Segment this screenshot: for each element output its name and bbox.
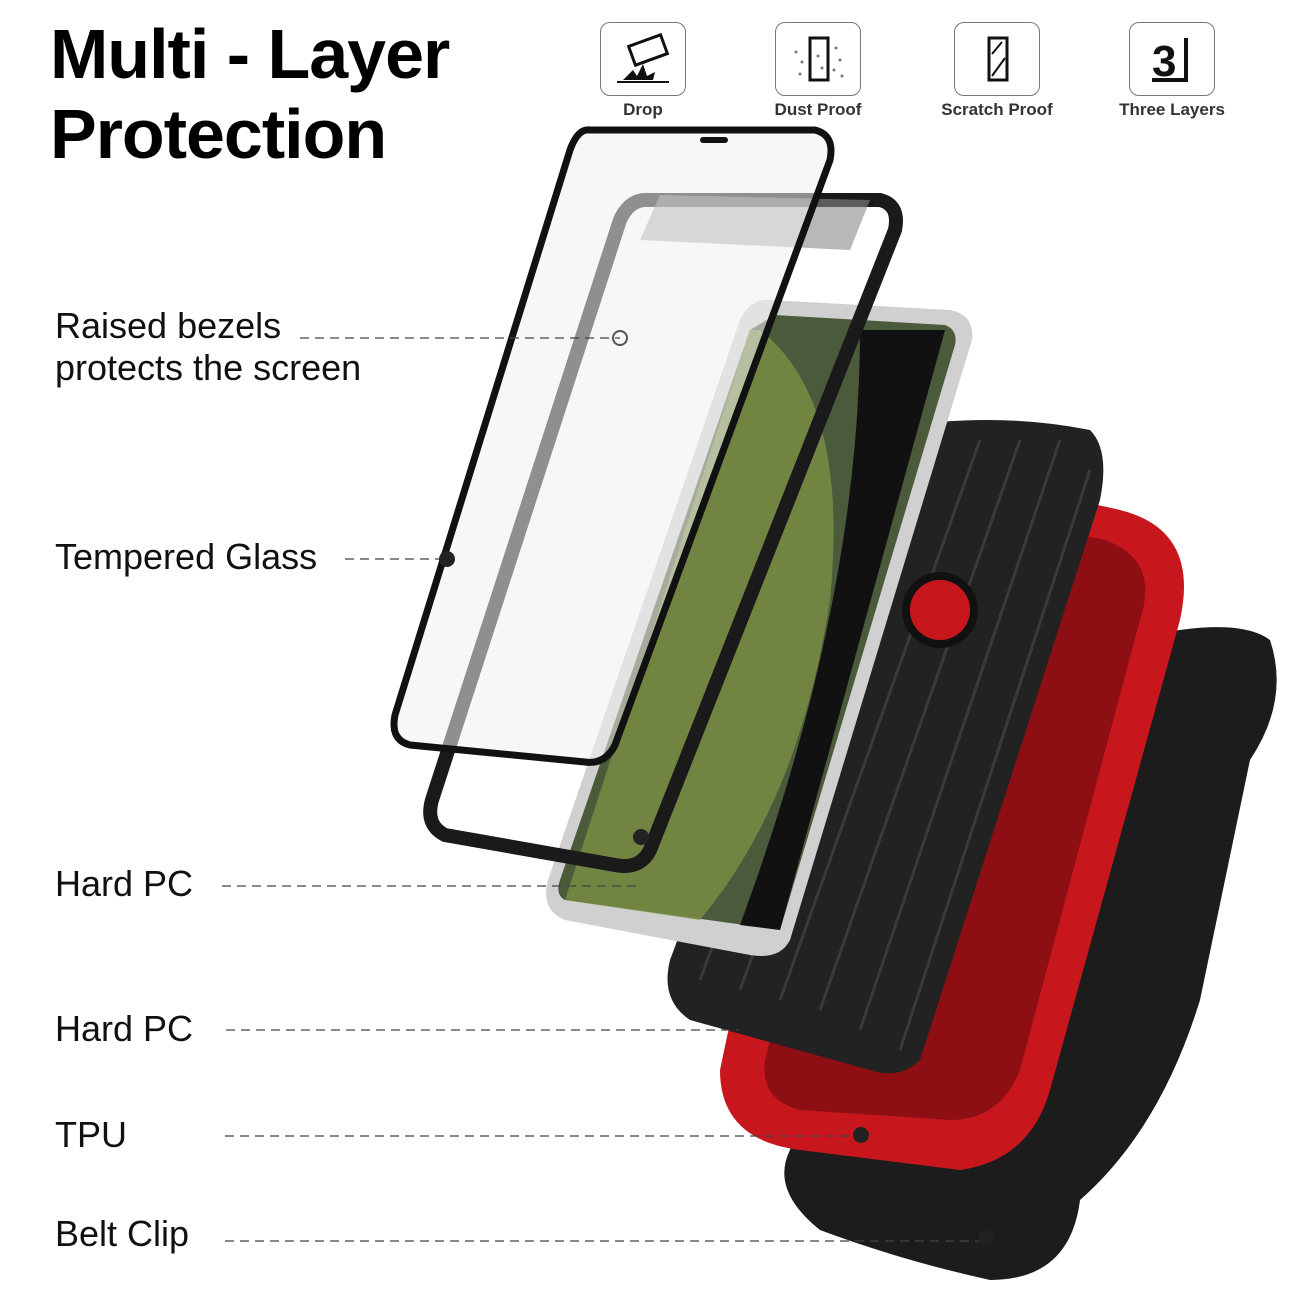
feature-drop: Drop (578, 22, 708, 120)
callout-text: Belt Clip (55, 1213, 190, 1254)
callout-text: protects the screen (55, 347, 362, 388)
drop-icon (600, 22, 686, 96)
callout-tpu: TPU (55, 1114, 127, 1156)
callout-text: Hard PC (55, 863, 194, 904)
feature-three-layers: 3 Three Layers (1107, 22, 1237, 120)
page-title: Multi - Layer Protection (50, 14, 450, 174)
three-layers-icon: 3 (1129, 22, 1215, 96)
feature-label: Drop (623, 100, 663, 119)
three-glyph: 3 (1152, 37, 1176, 86)
callout-dots (439, 330, 994, 1246)
feature-label: Scratch Proof (941, 100, 1053, 119)
feature-label: Three Layers (1119, 100, 1225, 119)
feature-label: Dust Proof (774, 100, 862, 119)
callout-hard-pc-2: Hard PC (55, 1008, 193, 1050)
title-line-1: Multi - Layer (50, 15, 450, 93)
callout-hard-pc-1: Hard PC (55, 863, 193, 905)
dust-icon (775, 22, 861, 96)
scratch-icon (954, 22, 1040, 96)
feature-scratch-proof: Scratch Proof (932, 22, 1062, 120)
callout-belt-clip: Belt Clip (55, 1213, 189, 1255)
callout-text: Hard PC (55, 1008, 194, 1049)
callout-tempered-glass: Tempered Glass (55, 536, 317, 578)
callout-raised-bezels: Raised bezels protects the screen (55, 305, 361, 389)
callout-text: Raised bezels (55, 305, 282, 346)
callout-text: Tempered Glass (55, 536, 318, 577)
title-line-2: Protection (50, 95, 387, 173)
tempered-glass (390, 126, 835, 766)
callout-text: TPU (55, 1114, 127, 1155)
feature-dust-proof: Dust Proof (753, 22, 883, 120)
